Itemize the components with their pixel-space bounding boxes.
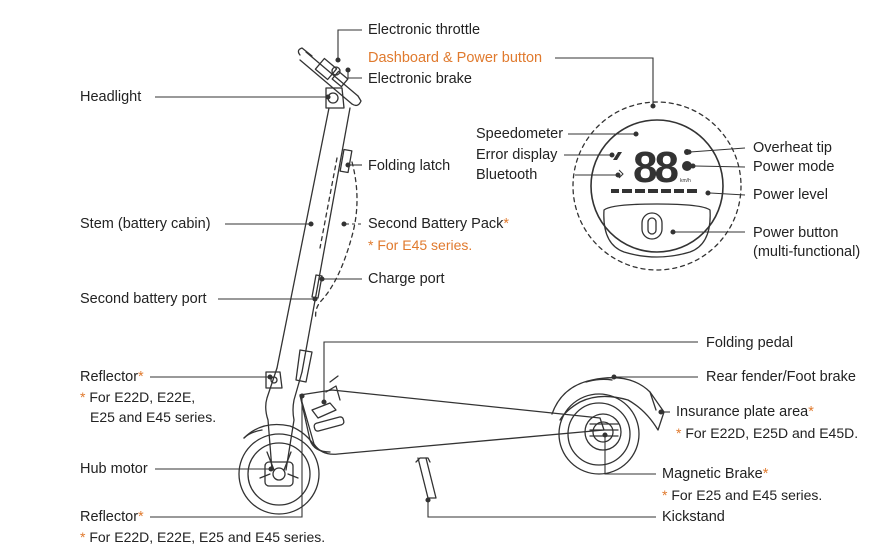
label-dashboard-power-button: Dashboard & Power button: [368, 50, 543, 66]
label-magnetic-brake-note: * For E25 and E45 series.: [662, 486, 822, 504]
label-power-button-note: (multi-functional): [753, 244, 861, 260]
label-hub-motor: Hub motor: [80, 461, 148, 477]
label-electronic-brake: Electronic brake: [368, 71, 472, 87]
front-wheel: [238, 433, 320, 515]
deck: [299, 375, 605, 455]
asterisk: *: [808, 404, 814, 420]
power-mode-icon: [682, 161, 692, 171]
label-reflector-bottom: Reflector*: [80, 509, 144, 525]
asterisk: *: [762, 466, 769, 482]
label-kickstand: Kickstand: [662, 509, 725, 525]
speed-unit: km/h: [680, 178, 691, 184]
dashboard-readout: 88 km/h: [611, 143, 697, 193]
asterisk: *: [138, 369, 144, 385]
rear-wheel: [558, 393, 640, 475]
label-second-battery-port: Second battery port: [80, 291, 207, 307]
label-stem: Stem (battery cabin): [80, 216, 211, 232]
label-magnetic-brake: Magnetic Brake*: [662, 466, 769, 482]
label-insurance-plate: Insurance plate area*: [676, 404, 814, 420]
leader-lines: [150, 29, 746, 518]
label-reflector-top-note-2: E25 and E45 series.: [90, 409, 217, 425]
asterisk: *: [676, 425, 682, 441]
label-power-button: Power button: [753, 225, 839, 241]
label-folding-latch: Folding latch: [368, 158, 451, 174]
label-second-battery-pack-note: * For E45 series.: [368, 237, 473, 253]
label-second-battery-pack: Second Battery Pack*: [368, 216, 510, 232]
label-reflector-bottom-note: * For E22D, E22E, E25 and E45 series.: [80, 529, 326, 545]
label-power-level: Power level: [753, 187, 828, 203]
label-speedometer: Speedometer: [476, 126, 564, 142]
asterisk: *: [138, 509, 144, 525]
asterisk: *: [503, 216, 510, 232]
label-insurance-plate-note: * For E22D, E25D and E45D.: [676, 424, 858, 442]
label-reflector-top: Reflector*: [80, 369, 144, 385]
label-folding-pedal: Folding pedal: [706, 335, 794, 351]
label-power-mode: Power mode: [753, 159, 835, 175]
label-charge-port: Charge port: [368, 271, 445, 287]
asterisk: *: [662, 487, 668, 503]
speed-digits: 88: [633, 143, 678, 192]
asterisk: *: [80, 389, 86, 405]
error-icon: [613, 152, 622, 160]
dashboard-display: [572, 101, 742, 271]
label-reflector-top-note-1: * For E22D, E22E,: [80, 389, 196, 405]
note-text: For E22D, E25D and E45D.: [681, 425, 859, 441]
asterisk: *: [80, 529, 86, 545]
bluetooth-icon: [618, 169, 624, 179]
rear-fender: [551, 377, 665, 431]
label-overheat-tip: Overheat tip: [753, 140, 832, 156]
label-rear-fender: Rear fender/Foot brake: [706, 369, 856, 385]
label-error-display: Error display: [476, 147, 558, 163]
stem: [276, 107, 358, 383]
kickstand: [415, 457, 437, 499]
label-electronic-throttle: Electronic throttle: [368, 22, 481, 38]
label-bluetooth: Bluetooth: [476, 167, 538, 183]
label-headlight: Headlight: [80, 89, 142, 105]
note-text: For E25 and E45 series.: [667, 487, 823, 503]
